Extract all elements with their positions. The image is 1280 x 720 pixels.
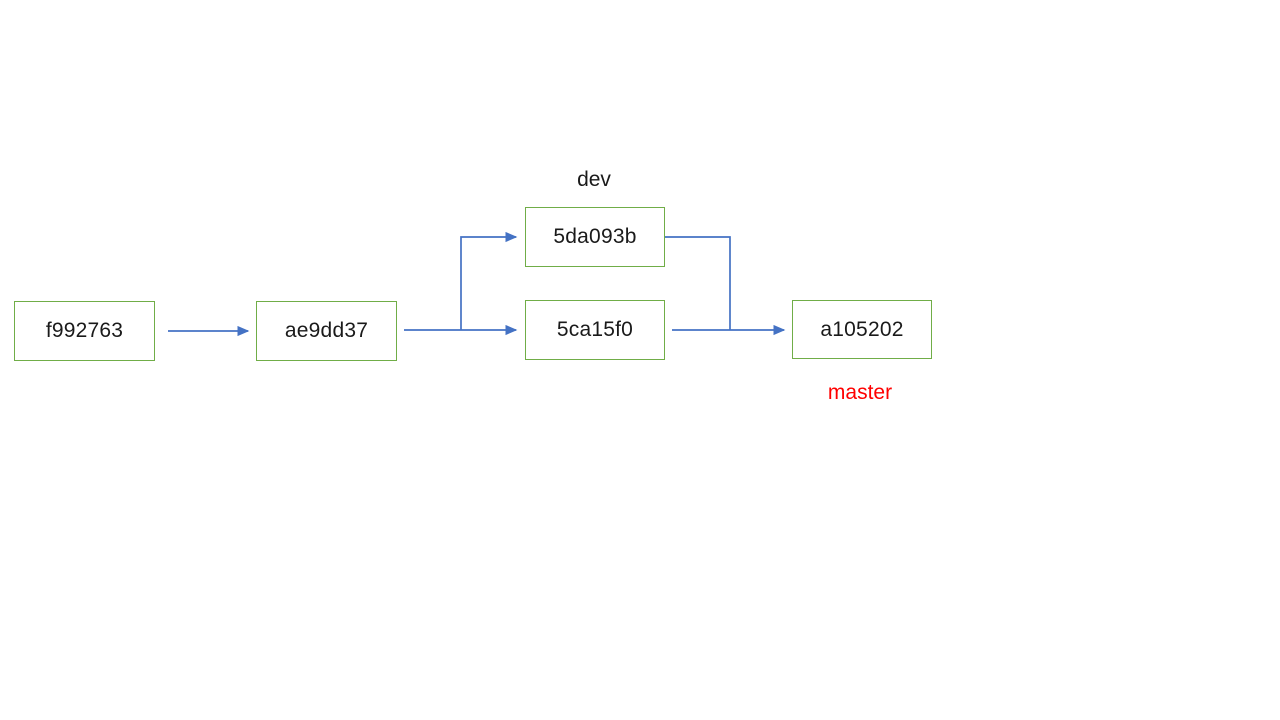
branch-label-dev: dev xyxy=(577,168,611,191)
commit-node-ae9dd37[interactable]: ae9dd37 xyxy=(256,301,397,361)
commit-hash-label: 5da093b xyxy=(553,225,637,248)
edge-c3-merge-down xyxy=(665,236,731,330)
commit-node-a105202[interactable]: a105202 xyxy=(792,300,932,359)
commit-hash-label: f992763 xyxy=(45,319,124,342)
commit-node-5da093b[interactable]: 5da093b xyxy=(525,207,665,267)
commit-hash-label: a105202 xyxy=(820,317,904,341)
branch-label-master: master xyxy=(827,381,893,404)
commit-node-f992763[interactable]: f992763 xyxy=(14,301,155,361)
edge-c2-to-c3-branch xyxy=(460,231,518,330)
commit-hash-label: ae9dd37 xyxy=(284,319,369,342)
commit-node-5ca15f0[interactable]: 5ca15f0 xyxy=(525,300,665,360)
commit-hash-label: 5ca15f0 xyxy=(556,318,634,341)
